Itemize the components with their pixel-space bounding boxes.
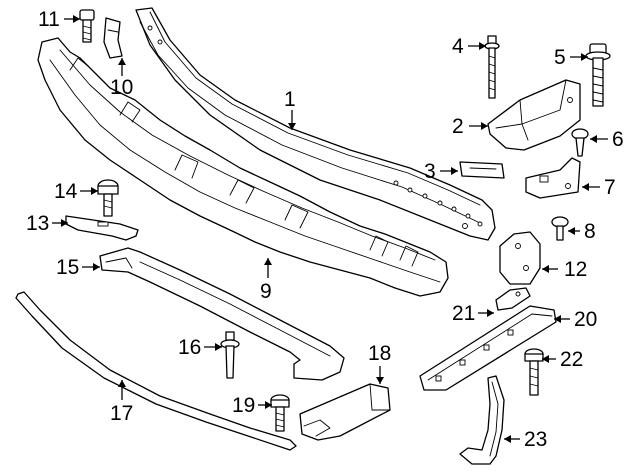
callout-label-9: 9 [260,280,272,303]
callout-16: 16 [178,336,222,359]
arrowhead-11 [73,15,80,23]
callout-11: 11 [38,8,80,31]
callout-3: 3 [424,160,458,183]
callout-label-13: 13 [26,212,49,235]
arrowhead-20 [554,315,561,323]
arrowhead-15 [93,263,100,271]
callout-label-16: 16 [178,336,201,359]
callout-label-7: 7 [604,176,616,199]
arrowhead-1 [288,123,296,130]
callout-2: 2 [452,115,488,138]
part-9-energy-absorber [37,37,449,297]
arrowhead-21 [487,309,494,317]
callout-7: 7 [582,176,616,199]
arrowhead-14 [91,187,98,195]
callout-19: 19 [232,394,272,417]
callout-8: 8 [568,220,596,243]
arrowhead-13 [61,219,68,227]
callout-15: 15 [56,256,100,279]
callout-label-18: 18 [368,342,391,365]
arrowhead-10 [118,58,126,65]
part-1-reinforcement-beam [135,7,496,241]
callout-14: 14 [54,180,98,203]
callout-label-4: 4 [452,35,464,58]
part-5-bolt [585,43,611,107]
arrowhead-23 [504,435,511,443]
part-12-side-bracket [499,231,541,285]
arrowhead-18 [376,377,384,384]
callout-6: 6 [590,128,624,151]
callout-label-1: 1 [284,88,296,111]
callout-22: 22 [542,348,583,371]
part-19-bolt [270,394,290,432]
callout-17: 17 [110,380,133,425]
callout-10: 10 [110,58,133,99]
callout-label-5: 5 [554,46,566,69]
part-14-bolt [97,179,119,217]
part-3-pad [459,161,505,179]
callout-9: 9 [260,258,272,303]
callout-label-17: 17 [110,402,133,425]
arrowhead-8 [568,227,575,235]
callout-4: 4 [452,35,486,58]
arrowhead-17 [118,380,126,387]
callout-label-22: 22 [560,348,583,371]
arrowhead-3 [451,167,458,175]
arrowhead-22 [542,355,549,363]
part-18-support [299,383,391,441]
callout-label-23: 23 [524,428,547,451]
callout-label-19: 19 [232,394,255,417]
callout-label-11: 11 [38,8,60,31]
part-11-bolt [79,9,95,43]
arrowhead-19 [265,401,272,409]
callout-label-20: 20 [574,308,597,331]
arrowhead-9 [264,258,272,265]
arrowhead-16 [215,343,222,351]
part-15-lower-rail [99,247,345,381]
part-8-screw [551,216,569,241]
callout-label-2: 2 [452,115,464,138]
part-20-lower-rail [419,305,557,391]
arrowhead-2 [481,122,488,130]
callout-21: 21 [452,302,494,325]
part-4-stud [484,35,500,99]
callout-13: 13 [26,212,68,235]
part-16-push-pin [220,331,240,379]
callout-1: 1 [284,88,296,130]
arrowhead-7 [582,183,589,191]
callout-5: 5 [554,46,588,69]
callout-label-8: 8 [584,220,596,243]
callout-18: 18 [368,342,391,384]
part-23-vertical-support [459,375,505,465]
callout-12: 12 [542,258,587,281]
part-6-screw [571,128,589,157]
arrowhead-12 [542,265,549,273]
callout-label-6: 6 [612,128,624,151]
part-22-bolt [524,348,544,396]
callout-20: 20 [554,308,597,331]
part-10-bracket [103,17,123,59]
callout-label-21: 21 [452,302,475,325]
callout-label-3: 3 [424,160,436,183]
arrowhead-5 [581,53,588,61]
arrowhead-6 [590,135,597,143]
callout-23: 23 [504,428,547,451]
part-21-clip [495,287,531,311]
arrowhead-4 [479,42,486,50]
part-13-bracket [65,215,139,241]
callout-label-12: 12 [564,258,587,281]
part-17-lower-strip [15,291,297,451]
callout-label-10: 10 [110,76,133,99]
callout-label-15: 15 [56,256,79,279]
callout-label-14: 14 [54,180,78,203]
part-2-mounting-bracket [487,79,581,151]
part-7-plate-bracket [525,157,581,199]
